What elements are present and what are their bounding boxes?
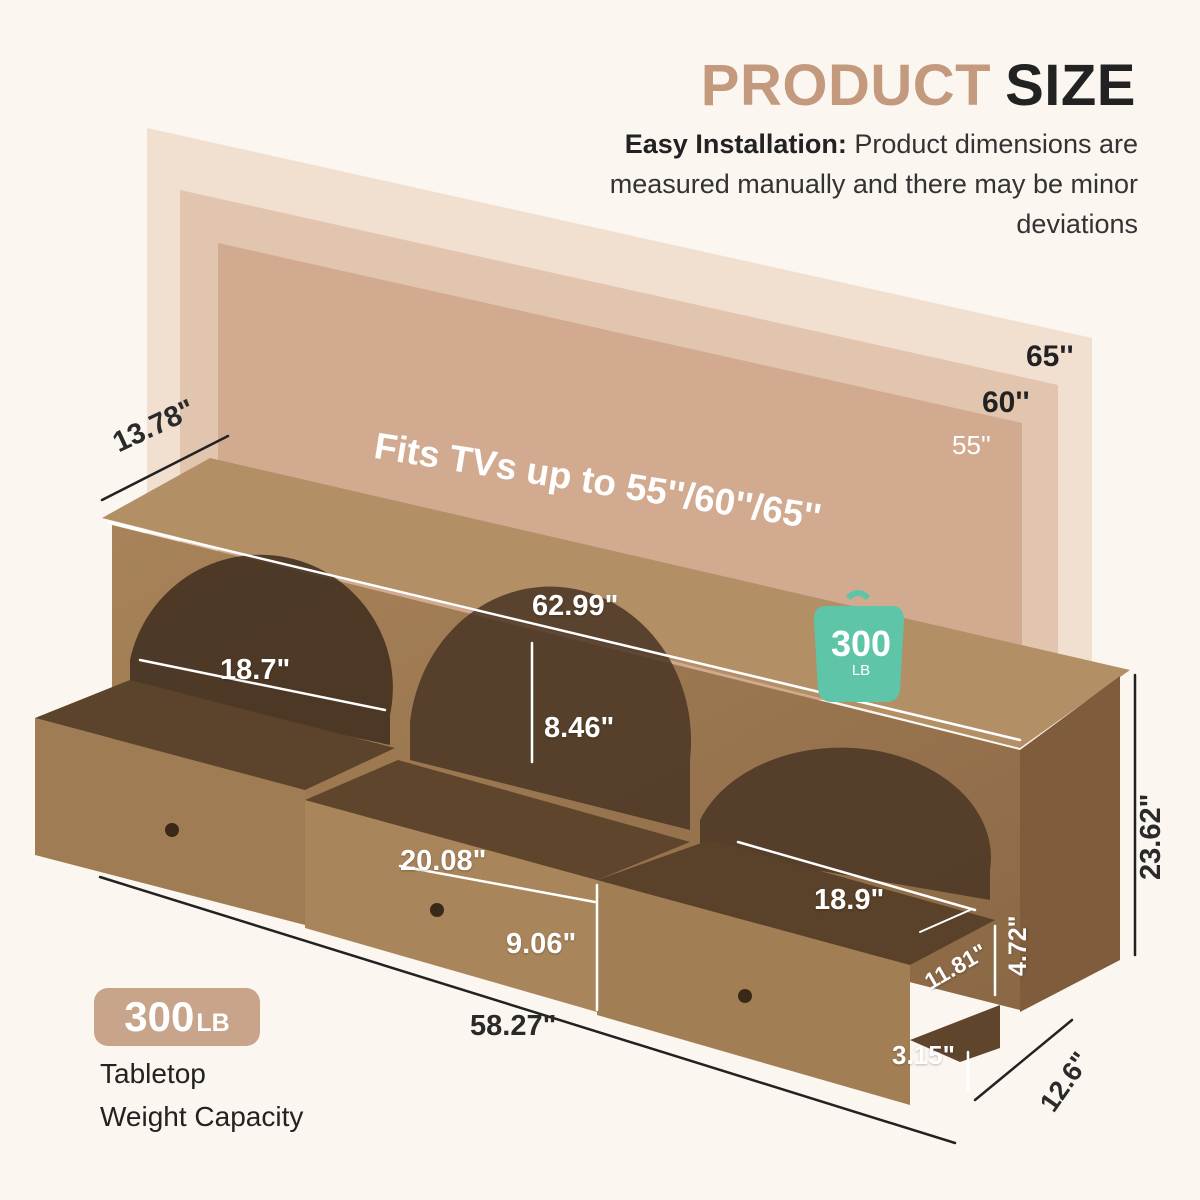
- drawer-middle: [305, 800, 597, 1012]
- intro-bold: Easy Installation:: [624, 129, 847, 159]
- dim-drawer-height-mid: 9.06": [506, 928, 577, 960]
- capacity-value: 300: [124, 993, 195, 1040]
- drawer-right-top: [597, 840, 995, 965]
- capacity-label-line1: Tabletop: [100, 1058, 206, 1089]
- intro-body: Product dimensions are measured manually…: [609, 129, 1138, 239]
- weight-tag: 300 LB: [816, 626, 906, 680]
- dim-drawer-inner-height: 4.72": [1004, 915, 1032, 976]
- title-part-size: SIZE: [1005, 53, 1136, 118]
- drawer-right-knob: [738, 989, 752, 1003]
- dim-leg-height: 3.15": [892, 1040, 955, 1070]
- drawer-middle-top: [305, 760, 690, 880]
- dimension-lines: [98, 434, 1137, 1145]
- drawer-left: [35, 718, 305, 925]
- dim-shelf-height: 8.46": [544, 712, 615, 744]
- tv-size-60: 60'': [982, 386, 1030, 419]
- tv-size-55: 55'': [952, 430, 991, 460]
- weight-tag-icon: [814, 590, 904, 702]
- capacity-unit: LB: [196, 1009, 230, 1037]
- drawer-middle-knob: [430, 903, 444, 917]
- dim-length-top: 62.99": [532, 590, 619, 622]
- arch-middle: [410, 586, 692, 830]
- capacity-badge: 300LB: [94, 988, 260, 1046]
- console-base: [910, 1005, 1000, 1062]
- dim-total-height: 23.62": [1135, 793, 1167, 880]
- drawer-left-knob: [165, 823, 179, 837]
- title-part-product: PRODUCT: [700, 53, 992, 118]
- capacity-label-line2: Weight Capacity: [100, 1101, 304, 1132]
- intro-text: Easy Installation: Product dimensions ar…: [518, 124, 1138, 244]
- dim-base-length: 58.27": [470, 1010, 557, 1042]
- drawer-left-top: [35, 680, 395, 790]
- dim-drawer-width-mid: 20.08": [400, 845, 487, 877]
- weight-tag-unit: LB: [851, 662, 871, 679]
- weight-tag-value: 300: [830, 623, 892, 664]
- dim-drawer-width-right: 18.9": [814, 884, 885, 916]
- dim-arch-width: 18.7": [220, 654, 291, 686]
- console-side: [1020, 676, 1120, 1012]
- drawer-right: [597, 880, 910, 1105]
- tv-size-65: 65'': [1026, 340, 1074, 373]
